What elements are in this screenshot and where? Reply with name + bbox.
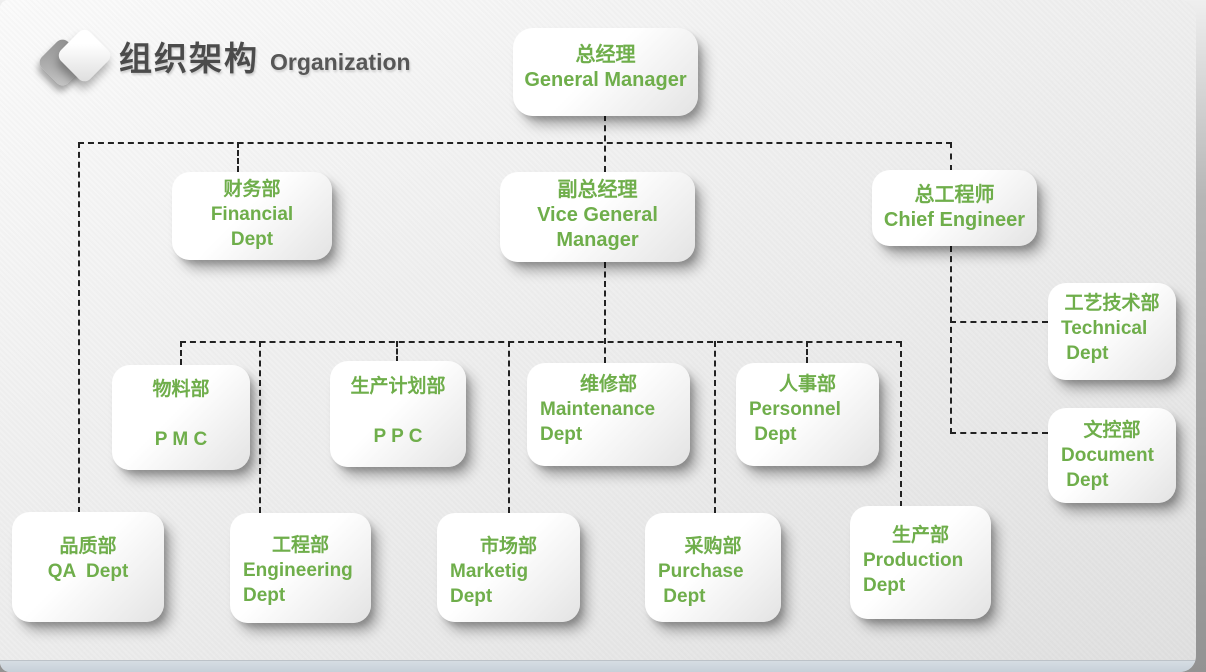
connector-line — [78, 142, 80, 513]
node-line: Chief Engineer — [883, 209, 1026, 231]
double-diamond-icon — [36, 26, 116, 94]
node-line: Financial — [210, 204, 294, 225]
connector-line — [396, 341, 398, 362]
node-line: 维修部 — [579, 374, 637, 395]
connector-line — [950, 142, 952, 171]
node-line: 物料部 — [152, 379, 210, 400]
org-node-purchase-dept: 采购部 Purchase Dept — [645, 513, 781, 622]
node-line: Maintenance — [540, 399, 656, 420]
org-node-production-dept: 生产部 Production Dept — [850, 506, 991, 619]
connector-line — [950, 246, 952, 434]
node-line: QA Dept — [47, 561, 129, 582]
org-node-maintenance-dept: 维修部 Maintenance Dept — [527, 363, 690, 466]
node-line: Document — [1061, 445, 1154, 466]
org-node-engineering-dept: 工程部 Engineering Dept — [230, 513, 371, 623]
connector-line — [508, 341, 510, 513]
node-line: Personnel — [749, 399, 841, 420]
connector-line — [78, 142, 952, 144]
node-line: 人事部 — [778, 374, 836, 395]
node-line: 生产部 — [891, 525, 949, 546]
node-line: 副总经理 — [557, 179, 638, 201]
org-node-ppc-dept: 生产计划部 P P C — [330, 361, 466, 467]
connector-line — [180, 341, 182, 365]
org-node-general-manager: 总经理 General Manager — [513, 28, 698, 116]
connector-line — [714, 341, 716, 513]
node-line: 品质部 — [59, 536, 117, 557]
node-line: 总工程师 — [914, 184, 995, 206]
node-line: P P C — [373, 426, 423, 447]
node-line: 财务部 — [223, 179, 281, 200]
node-line: Vice General — [537, 204, 658, 226]
page-title-en: Organization — [270, 49, 411, 75]
node-line: Dept — [450, 586, 493, 607]
node-line: Marketig — [450, 561, 529, 582]
node-line: Dept — [540, 424, 583, 445]
page-title-zh: 组织架构 — [119, 40, 259, 77]
node-line — [112, 402, 250, 427]
org-node-document-dept: 文控部 Document Dept — [1048, 408, 1176, 503]
org-node-vice-general-manager: 副总经理 Vice General Manager — [500, 172, 695, 262]
org-node-technical-dept: 工艺技术部 Technical Dept — [1048, 283, 1176, 380]
node-line: 总经理 — [575, 44, 636, 66]
node-line: Production — [863, 550, 964, 571]
org-node-financial-dept: 财务部 Financial Dept — [172, 172, 332, 260]
connector-line — [604, 262, 606, 363]
org-node-qa-dept: 品质部 QA Dept — [12, 512, 164, 622]
node-line: Dept — [243, 585, 286, 606]
org-node-personnel-dept: 人事部 Personnel Dept — [736, 363, 879, 466]
node-line: Dept — [1061, 470, 1109, 491]
node-line: 生产计划部 — [350, 376, 446, 397]
page-title: 组织架构 Organization — [119, 32, 411, 80]
org-node-pmc-dept: 物料部 P M C — [112, 365, 250, 470]
connector-line — [950, 321, 1048, 323]
node-line: Dept — [749, 424, 797, 445]
node-line: 市场部 — [479, 536, 537, 557]
node-line: Engineering — [243, 560, 353, 581]
node-line: Dept — [1061, 343, 1109, 364]
connector-line — [180, 341, 902, 343]
connector-line — [950, 432, 1048, 434]
node-line: 工程部 — [271, 535, 329, 556]
node-line: Dept — [658, 586, 706, 607]
node-line: 采购部 — [684, 536, 742, 557]
node-line: Technical — [1061, 318, 1148, 339]
org-node-marketing-dept: 市场部 Marketig Dept — [437, 513, 580, 622]
node-line: Dept — [863, 575, 906, 596]
node-line: General Manager — [524, 69, 687, 91]
connector-line — [237, 142, 239, 172]
node-line: 文控部 — [1083, 420, 1141, 441]
node-line: 工艺技术部 — [1064, 293, 1160, 314]
connector-line — [900, 341, 902, 507]
node-line: Manager — [556, 229, 639, 251]
node-line: Purchase — [658, 561, 744, 582]
connector-line — [806, 341, 808, 363]
slide-footer-bar — [0, 660, 1196, 672]
node-line: P M C — [154, 429, 208, 450]
node-line: Dept — [230, 229, 274, 250]
node-line — [330, 399, 466, 424]
org-node-chief-engineer: 总工程师 Chief Engineer — [872, 170, 1037, 246]
connector-line — [259, 341, 261, 513]
connector-line — [604, 115, 606, 172]
